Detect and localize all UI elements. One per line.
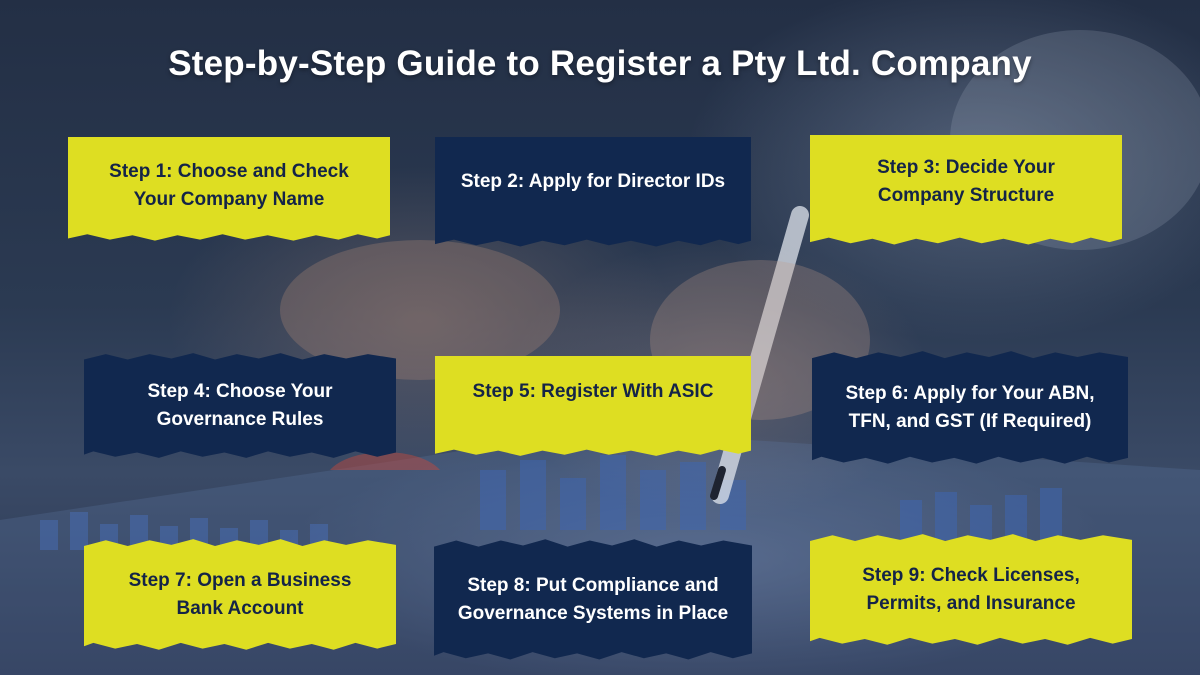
step-card-9: Step 9: Check Licenses, Permits, and Ins…	[810, 534, 1132, 645]
step-label: Step 1: Choose and Check Your Company Na…	[109, 161, 349, 210]
step-label: Step 6: Apply for Your ABN, TFN, and GST…	[845, 383, 1095, 432]
step-card-6: Step 6: Apply for Your ABN, TFN, and GST…	[812, 351, 1128, 464]
step-card-7: Step 7: Open a Business Bank Account	[84, 539, 396, 650]
step-label: Step 7: Open a Business Bank Account	[128, 570, 352, 619]
step-label: Step 2: Apply for Director IDs	[460, 171, 726, 192]
step-card-4: Step 4: Choose Your Governance Rules	[84, 353, 396, 458]
step-card-2: Step 2: Apply for Director IDs	[435, 137, 751, 247]
step-label: Step 8: Put Compliance and Governance Sy…	[457, 575, 729, 624]
step-card-3: Step 3: Decide Your Company Structure	[810, 135, 1122, 245]
step-card-8: Step 8: Put Compliance and Governance Sy…	[434, 539, 752, 660]
step-card-5: Step 5: Register With ASIC	[435, 356, 751, 456]
step-card-1: Step 1: Choose and Check Your Company Na…	[68, 137, 390, 241]
step-label: Step 4: Choose Your Governance Rules	[147, 381, 333, 430]
step-label: Step 9: Check Licenses, Permits, and Ins…	[862, 565, 1080, 614]
page-title: Step-by-Step Guide to Register a Pty Ltd…	[168, 44, 1032, 83]
step-label: Step 3: Decide Your Company Structure	[877, 157, 1055, 206]
step-label: Step 5: Register With ASIC	[472, 381, 714, 402]
